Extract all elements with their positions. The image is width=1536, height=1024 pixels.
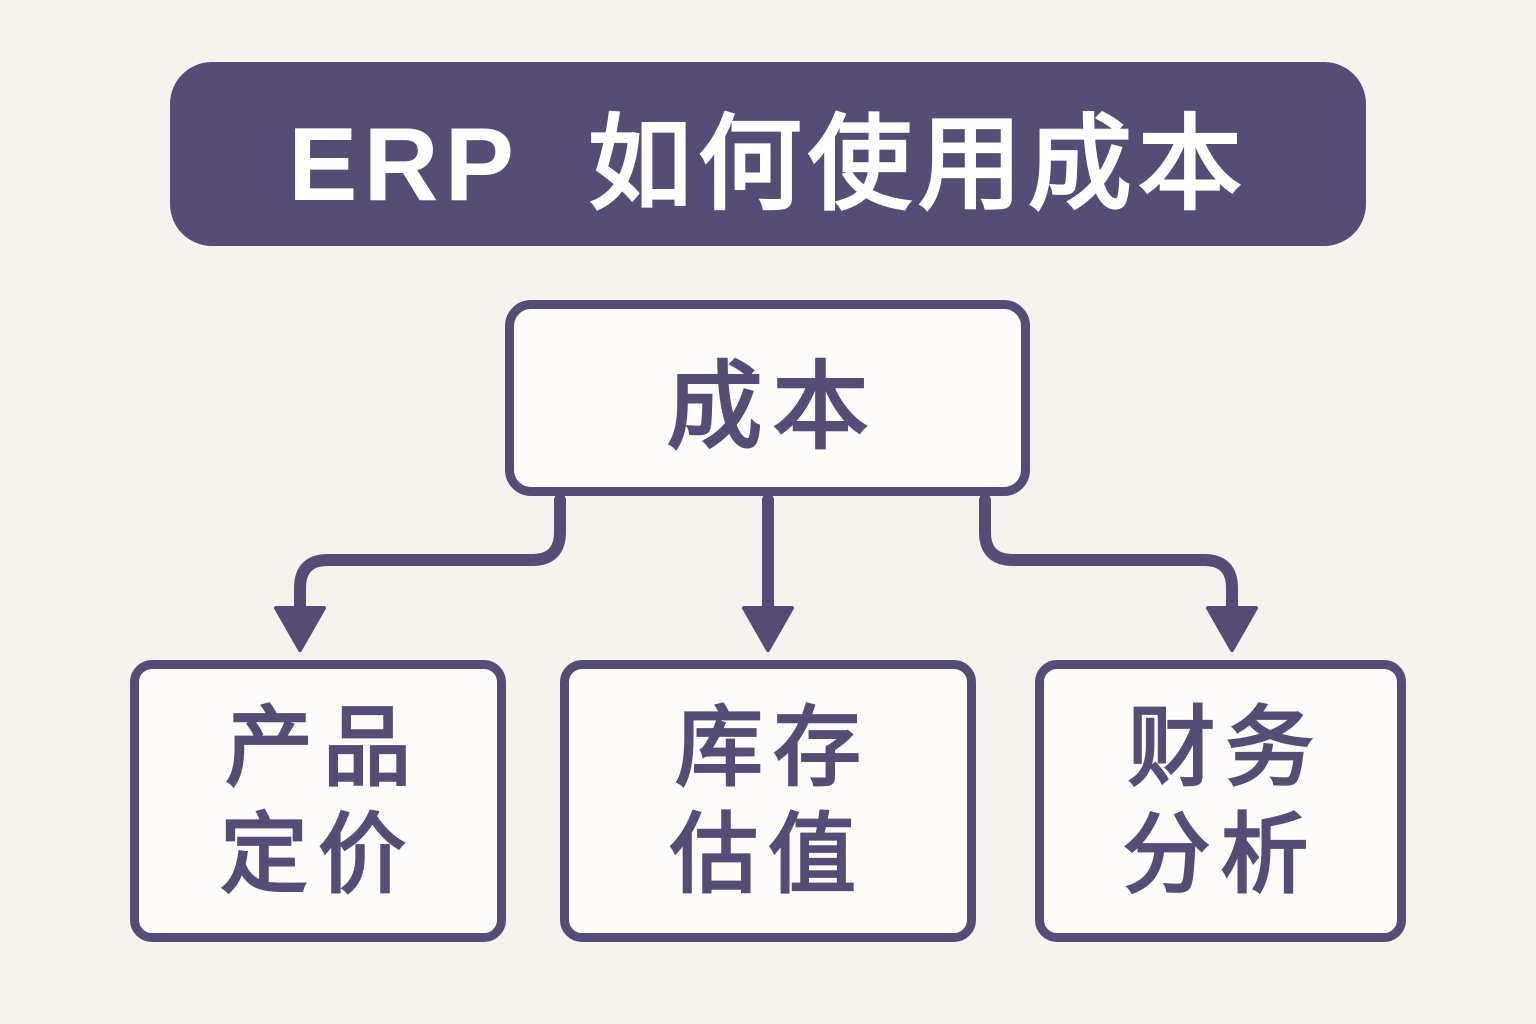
root-node-label: 成本 (666, 353, 879, 461)
child-node-label: 库存 估值 (665, 694, 871, 909)
child-node-label-line1: 库存 (674, 697, 871, 797)
child-node-label-line2: 估值 (669, 805, 866, 904)
child-node-inventory-valuation: 库存 估值 (560, 660, 976, 942)
connector-arrow-right (979, 494, 1258, 652)
child-node-label-line1: 产品 (224, 697, 421, 797)
title-banner: ERP 如何使用成本 (170, 62, 1366, 246)
child-node-financial-analysis: 财务 分析 (1035, 660, 1406, 942)
child-node-label: 财务 分析 (1117, 694, 1323, 909)
child-node-label-line2: 分析 (1122, 805, 1319, 904)
child-node-label-line2: 定价 (219, 805, 416, 904)
root-node-cost: 成本 (505, 300, 1030, 496)
connector-arrow-left (274, 494, 566, 652)
diagram-title: ERP 如何使用成本 (288, 106, 1248, 223)
child-node-product-pricing: 产品 定价 (130, 660, 506, 942)
child-node-label: 产品 定价 (215, 694, 421, 909)
child-node-label-line1: 财务 (1127, 697, 1324, 797)
connector-arrow-center (742, 494, 794, 652)
